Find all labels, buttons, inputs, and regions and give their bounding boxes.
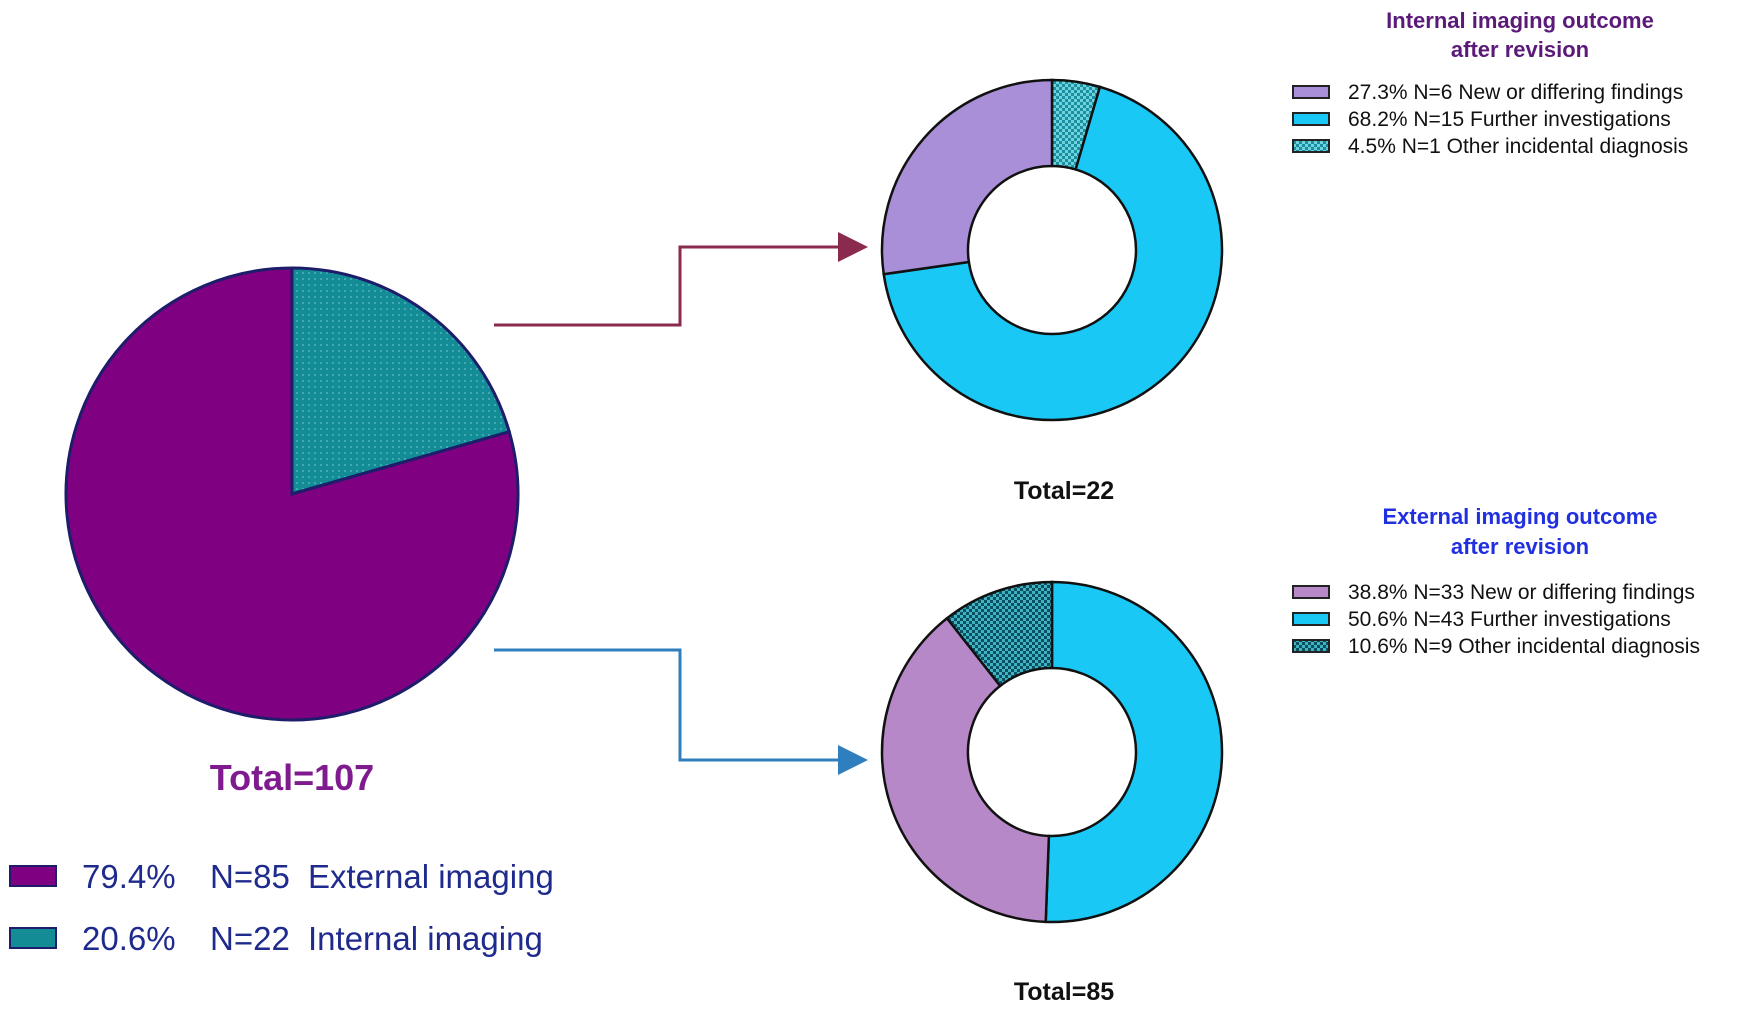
- external-donut-slice-further-investigations: [1044, 580, 1224, 924]
- main-legend-swatch-internal: [9, 927, 57, 949]
- main-legend-pct-external: 79.4%: [82, 858, 176, 895]
- external-donut-slice-other-incidental-diagnosis: [945, 580, 1054, 688]
- internal-legend-item-new: 27.3% N=6 New or differing findings: [1348, 81, 1683, 104]
- main-pie: [64, 266, 520, 722]
- external-connector-arrow: [494, 648, 868, 775]
- main-legend-label-external: External imaging: [308, 858, 554, 895]
- main-total-label: Total=107: [210, 757, 374, 798]
- internal-legend-swatch-other: [1292, 139, 1330, 153]
- internal-total-label: Total=22: [1014, 477, 1114, 505]
- external-donut: [880, 580, 1224, 924]
- main-legend-swatch-external: [9, 865, 57, 887]
- main-legend-n-internal: N=22: [210, 920, 290, 957]
- external-total-label: Total=85: [1014, 978, 1114, 1006]
- internal-donut-slice-new-or-differing-findings: [880, 78, 1054, 276]
- external-legend-swatch-further: [1292, 612, 1330, 626]
- external-legend-item-other: 10.6% N=9 Other incidental diagnosis: [1348, 635, 1700, 658]
- main-pie-slice-external-imaging: [64, 266, 520, 722]
- main-legend-pct-internal: 20.6%: [82, 920, 176, 957]
- internal-legend-item-further: 68.2% N=15 Further investigations: [1348, 108, 1671, 131]
- internal-title-line2: after revision: [1451, 37, 1589, 62]
- external-legend-item-new: 38.8% N=33 New or differing findings: [1348, 581, 1695, 604]
- external-legend-item-further: 50.6% N=43 Further investigations: [1348, 608, 1671, 631]
- internal-legend: 27.3% N=6 New or differing findings 68.2…: [1292, 81, 1688, 158]
- external-title-line1: External imaging outcome: [1382, 504, 1657, 529]
- external-legend-swatch-new: [1292, 585, 1330, 599]
- main-pie-slice-internal-imaging: [290, 266, 512, 496]
- main-legend-label-internal: Internal imaging: [308, 920, 543, 957]
- main-legend-n-external: N=85: [210, 858, 290, 895]
- internal-legend-item-other: 4.5% N=1 Other incidental diagnosis: [1348, 135, 1688, 158]
- internal-donut: [880, 78, 1224, 422]
- external-title-line2: after revision: [1451, 534, 1589, 559]
- external-legend: 38.8% N=33 New or differing findings 50.…: [1292, 581, 1700, 658]
- external-donut-slice-new-or-differing-findings: [880, 616, 1051, 924]
- internal-legend-swatch-new: [1292, 85, 1330, 99]
- internal-connector-arrow: [494, 232, 868, 327]
- main-legend: 79.4% N=85 External imaging 20.6% N=22 I…: [9, 858, 554, 957]
- external-legend-swatch-other: [1292, 639, 1330, 653]
- internal-legend-swatch-further: [1292, 112, 1330, 126]
- internal-title-line1: Internal imaging outcome: [1386, 8, 1654, 33]
- internal-donut-slice-further-investigations: [882, 85, 1224, 422]
